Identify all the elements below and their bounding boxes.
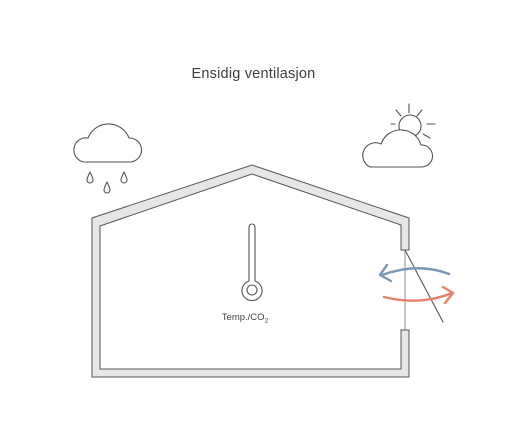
sun-rays [390,103,436,139]
sensor-label-subscript: 2 [265,318,269,325]
raindrop-icon [86,171,94,184]
sun-cloud-icon [362,103,436,168]
sensor-label: Temp./CO2 [222,312,269,325]
house-walls [91,164,410,378]
rain-cloud-icon [73,123,143,194]
cloud-icon [362,129,434,168]
window-icon [404,249,444,323]
sensor-label-text: Temp./CO [222,312,265,323]
raindrop-icon [103,181,111,194]
inflow-arrow [378,263,451,283]
outflow-arrow [382,285,455,305]
thermometer-icon [241,223,263,302]
diagram-title: Ensidig ventilasjon [191,66,316,82]
raindrop-icon [120,171,128,184]
